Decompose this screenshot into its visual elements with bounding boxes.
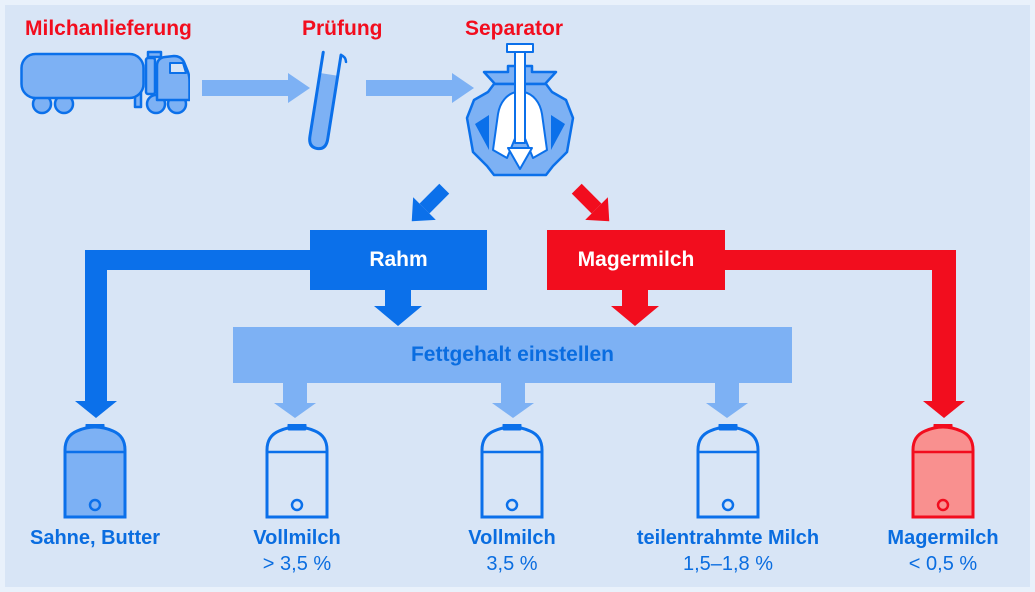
stage-label-delivery: Milchanlieferung <box>25 17 192 40</box>
tank-icon-vollmilch-gt35 <box>265 424 329 519</box>
skim-down-arrowhead-icon <box>611 306 659 326</box>
milk-tanker-truck-icon <box>20 50 190 115</box>
stage-label-testing: Prüfung <box>302 17 383 40</box>
product-label: Vollmilch <box>253 527 341 549</box>
fat-adjust-band: Fettgehalt einstellen <box>233 327 792 383</box>
cream-outlet-arrow-icon <box>411 183 450 222</box>
skim-flow-line-vertical <box>932 250 956 402</box>
product-sublabel: 3,5 % <box>486 553 538 575</box>
skim-flow-arrowhead-icon <box>923 401 965 418</box>
flow-arrow-right-icon <box>202 73 310 103</box>
band-down-arrowhead-icon <box>274 403 316 418</box>
band-down-arrow-icon <box>501 383 525 403</box>
skim-stream-label: Magermilch <box>577 248 695 271</box>
skim-flow-line-horizontal <box>725 250 956 270</box>
centrifugal-separator-icon <box>465 43 575 177</box>
tank-icon-magermilch <box>911 424 975 519</box>
product-label: Vollmilch <box>468 527 556 549</box>
stage-label-separator: Separator <box>465 17 564 40</box>
cream-down-arrow-icon <box>385 290 411 306</box>
skim-stream-box: Magermilch <box>547 230 725 290</box>
fat-adjust-label: Fettgehalt einstellen <box>410 343 615 366</box>
cream-flow-arrowhead-icon <box>75 401 117 418</box>
tank-icon-vollmilch-35 <box>480 424 544 519</box>
product-sublabel: 1,5–1,8 % <box>682 553 774 575</box>
flow-arrow-right-icon <box>366 73 474 103</box>
product-sublabel: > 3,5 % <box>262 553 332 575</box>
product-sublabel: < 0,5 % <box>908 553 978 575</box>
product-label: Sahne, Butter <box>29 527 161 549</box>
band-down-arrowhead-icon <box>492 403 534 418</box>
test-tube-icon <box>293 47 356 163</box>
cream-down-arrowhead-icon <box>374 306 422 326</box>
skim-outlet-arrow-icon <box>571 183 610 222</box>
cream-stream-label: Rahm <box>369 248 428 271</box>
tank-icon-cream-butter <box>63 424 127 519</box>
product-label: teilentrahmte Milch <box>636 527 820 549</box>
band-down-arrow-icon <box>715 383 739 403</box>
cream-stream-box: Rahm <box>310 230 487 290</box>
cream-flow-line-horizontal <box>88 250 310 270</box>
tank-icon-teilentrahmte-milch <box>696 424 760 519</box>
band-down-arrow-icon <box>283 383 307 403</box>
cream-flow-line-vertical <box>85 250 107 402</box>
product-label: Magermilch <box>887 527 999 549</box>
band-down-arrowhead-icon <box>706 403 748 418</box>
skim-down-arrow-icon <box>622 290 648 306</box>
